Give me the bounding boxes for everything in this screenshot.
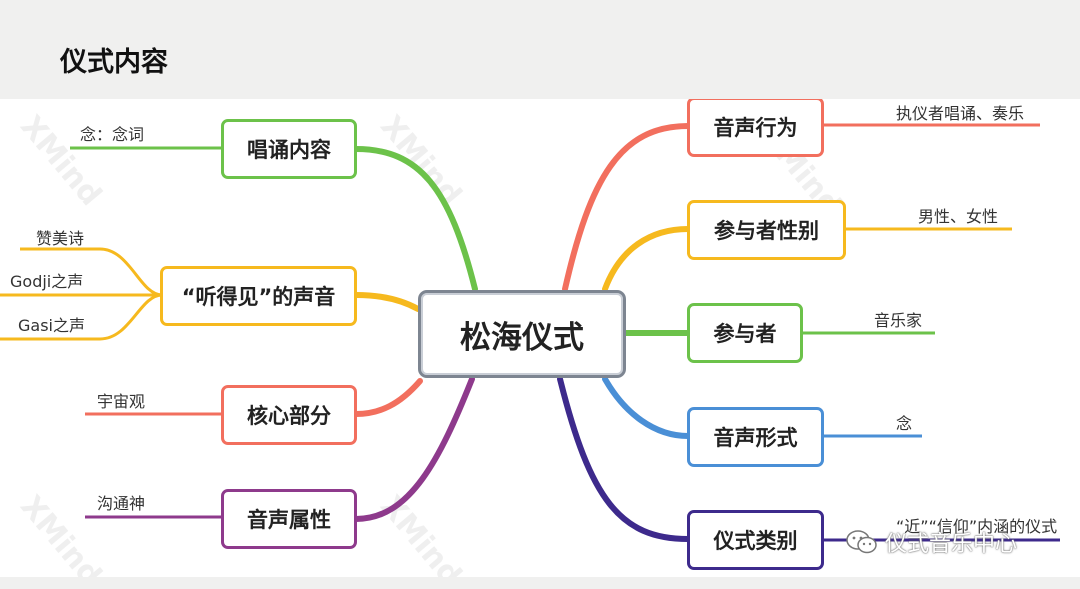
branch-label: 参与者 (713, 322, 777, 346)
mindmap-canvas: XMind XMind XMind XMind XMind 松海仪式 唱诵内容 (0, 99, 1080, 577)
branch-label: 音声属性 (247, 508, 331, 532)
branch-label: “听得见”的声音 (181, 285, 336, 309)
leaf-topic[interactable]: 宇宙观 (97, 392, 146, 411)
branch-node-participant-gender[interactable]: 参与者性别 (687, 200, 846, 260)
branch-node-sound-behavior[interactable]: 音声行为 (687, 99, 824, 157)
leaf-topic[interactable]: 沟通神 (97, 494, 146, 513)
leaf-topic[interactable]: 执仪者唱诵、奏乐 (896, 104, 1025, 123)
branch-node-audible-sound[interactable]: “听得见”的声音 (160, 266, 357, 326)
branch-node-sound-attribute[interactable]: 音声属性 (221, 489, 357, 549)
leaf-topic[interactable]: 念：念词 (80, 125, 145, 144)
branch-node-sound-form[interactable]: 音声形式 (687, 407, 824, 467)
leaf-topic[interactable]: “近”“信仰”内涵的仪式 (896, 517, 1058, 536)
leaf-topic[interactable]: Gasi之声 (18, 316, 85, 335)
leaf-topic[interactable]: Godji之声 (10, 272, 84, 291)
wechat-icon (845, 529, 879, 555)
footer-logo-text: 仪式音乐中心 (885, 532, 1018, 557)
branch-node-participant[interactable]: 参与者 (687, 303, 803, 363)
page-title: 仪式内容 (60, 47, 168, 78)
leaf-topic[interactable]: 音乐家 (874, 311, 923, 330)
bottom-band (0, 577, 1080, 589)
central-topic-label: 松海仪式 (460, 319, 584, 356)
branch-node-core-part[interactable]: 核心部分 (221, 385, 357, 445)
branch-node-ritual-category[interactable]: 仪式类别 (687, 510, 824, 570)
leaf-topic[interactable]: 男性、女性 (918, 207, 999, 226)
branch-node-chanting-content[interactable]: 唱诵内容 (221, 119, 357, 179)
branch-label: 参与者性别 (714, 219, 819, 243)
branch-label: 音声形式 (713, 426, 798, 450)
branch-label: 仪式类别 (713, 529, 798, 553)
branch-label: 音声行为 (713, 116, 798, 140)
leaf-topic[interactable]: 念 (896, 414, 913, 433)
central-topic[interactable]: 松海仪式 (418, 290, 626, 378)
leaf-topic[interactable]: 赞美诗 (36, 229, 85, 248)
connector-lines (0, 123, 1060, 542)
branch-label: 唱诵内容 (247, 138, 331, 162)
footer-logo: 仪式音乐中心 (845, 526, 1017, 558)
branch-label: 核心部分 (247, 404, 331, 428)
